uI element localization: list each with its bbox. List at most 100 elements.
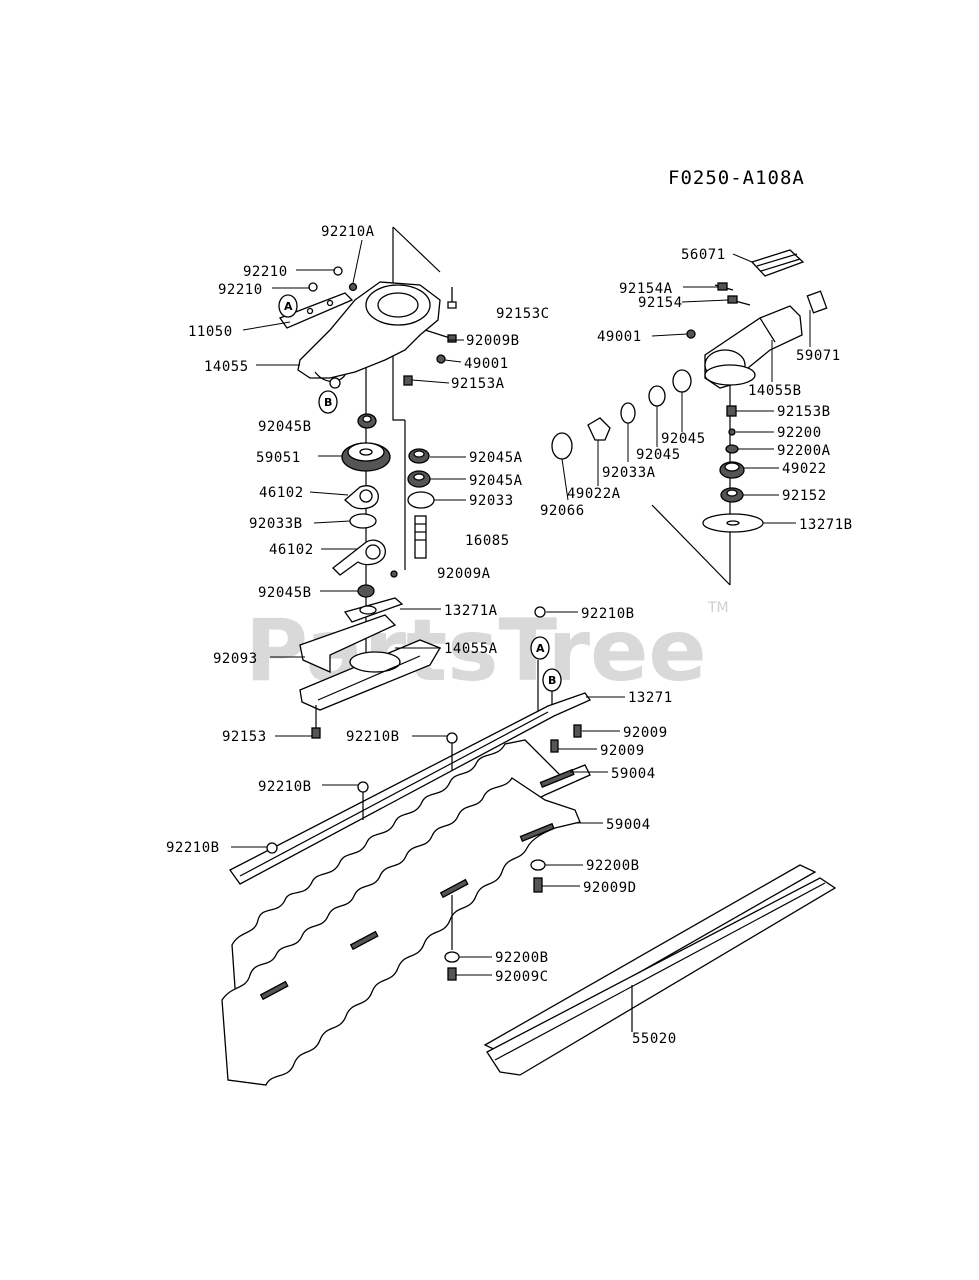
label-59004-lower: 59004 [606, 817, 651, 833]
label-92153: 92153 [222, 729, 267, 745]
circlip-92033B[interactable] [349, 513, 377, 529]
label-92033A: 92033A [602, 465, 656, 481]
screw-92009A[interactable] [390, 570, 398, 578]
label-92200A: 92200A [777, 443, 831, 459]
diagram-code: F0250-A108A [668, 167, 805, 189]
bolt-92009B[interactable] [447, 334, 457, 343]
right-gearhead-assembly [551, 249, 828, 586]
label-46102-lower: 46102 [269, 542, 314, 558]
pin-16085[interactable] [414, 515, 427, 559]
bolt-92009-b[interactable] [550, 739, 559, 753]
bolt-92009D[interactable] [533, 877, 543, 893]
label-92045A-lower: 92045A [469, 473, 523, 489]
label-92045A-upper: 92045A [469, 450, 523, 466]
label-92009A: 92009A [437, 566, 491, 582]
label-92045-a: 92045 [661, 431, 706, 447]
label-92210B-4: 92210B [166, 840, 220, 856]
bevel-gear-49022A[interactable] [587, 417, 611, 441]
left-gearbox-assembly [278, 226, 457, 739]
bolt-92009-a[interactable] [573, 724, 582, 738]
bearing-92045-a[interactable] [672, 369, 692, 393]
cap-92066[interactable] [551, 432, 573, 460]
washer-92200B-1[interactable] [530, 859, 546, 871]
bolt-92153A[interactable] [403, 375, 413, 386]
label-92200B-1: 92200B [586, 858, 640, 874]
label-92210-b: 92210 [218, 282, 263, 298]
label-59051: 59051 [256, 450, 301, 466]
circlip-92033A[interactable] [620, 402, 636, 424]
bar-13271[interactable] [229, 692, 591, 885]
nut-92210-a[interactable] [333, 266, 343, 276]
bolt-49001-right[interactable] [686, 329, 696, 339]
nut-92210-b[interactable] [308, 282, 318, 292]
nut-92210B-1[interactable] [534, 606, 546, 618]
label-14055A: 14055A [444, 641, 498, 657]
label-49001-left: 49001 [464, 356, 509, 372]
bolt-49001-left[interactable] [436, 354, 446, 364]
label-92154: 92154 [638, 295, 683, 311]
label-92009-a: 92009 [623, 725, 668, 741]
nut-92210A[interactable] [348, 282, 358, 292]
label-16085: 16085 [465, 533, 510, 549]
label-92045B-lower: 92045B [258, 585, 312, 601]
label-92210B-3: 92210B [258, 779, 312, 795]
label-55020: 55020 [632, 1031, 677, 1047]
callout-a-top: A [278, 294, 298, 318]
nut-92210B-3[interactable] [357, 781, 369, 793]
label-11050: 11050 [188, 324, 233, 340]
bolt-92153C[interactable] [447, 287, 457, 309]
label-92200: 92200 [777, 425, 822, 441]
cover-92093[interactable] [299, 614, 397, 674]
label-13271B: 13271B [799, 517, 853, 533]
nut-92210B-2[interactable] [446, 732, 458, 744]
label-13271: 13271 [628, 690, 673, 706]
label-92152: 92152 [782, 488, 827, 504]
label-92200B-2: 92200B [495, 950, 549, 966]
label-92093: 92093 [213, 651, 258, 667]
bearing-92045-b[interactable] [648, 385, 666, 407]
leader-lines [231, 239, 811, 976]
callout-b-bottom: B [542, 668, 562, 692]
label-92210A: 92210A [321, 224, 375, 240]
label-14055B: 14055B [748, 383, 802, 399]
washer-92200B-2[interactable] [444, 951, 460, 963]
washer-92200A[interactable] [725, 444, 739, 454]
svg-text:A: A [284, 300, 293, 313]
washer-92200[interactable] [728, 428, 736, 436]
bolt-92154A[interactable] [717, 282, 728, 291]
label-92154A: 92154A [619, 281, 673, 297]
plate-11050[interactable] [278, 292, 354, 329]
callout-a-bottom: A [530, 636, 550, 660]
label-92153B: 92153B [777, 404, 831, 420]
label-49022A: 49022A [567, 486, 621, 502]
label-92009-b: 92009 [600, 743, 645, 759]
svg-text:A: A [536, 642, 545, 655]
bearing-92045B-lower[interactable] [357, 584, 375, 598]
label-92009D: 92009D [583, 880, 637, 896]
label-14055: 14055 [204, 359, 249, 375]
label-92210-a: 92210 [243, 264, 288, 280]
label-92210B-2: 92210B [346, 729, 400, 745]
bolt-92154[interactable] [727, 295, 738, 304]
label-59071: 59071 [796, 348, 841, 364]
bolt-92153B[interactable] [726, 405, 737, 417]
bolt-92153[interactable] [311, 727, 321, 739]
label-92153A: 92153A [451, 376, 505, 392]
bolt-92009C[interactable] [447, 967, 457, 981]
label-49001-right: 49001 [597, 329, 642, 345]
label-46102-upper: 46102 [259, 485, 304, 501]
label-92009B: 92009B [466, 333, 520, 349]
label-92033B: 92033B [249, 516, 303, 532]
circlip-92033[interactable] [407, 491, 435, 509]
label-56071: 56071 [681, 247, 726, 263]
callout-b-top: B [318, 390, 338, 414]
svg-text:B: B [324, 396, 332, 409]
pipe-59071[interactable] [806, 290, 828, 314]
trademark: TM [707, 600, 729, 616]
label-92033: 92033 [469, 493, 514, 509]
blade-59004-lower[interactable] [221, 777, 581, 1086]
label-92210B-1: 92210B [581, 606, 635, 622]
label-92009C: 92009C [495, 969, 549, 985]
nut-92210B-4[interactable] [266, 842, 278, 854]
